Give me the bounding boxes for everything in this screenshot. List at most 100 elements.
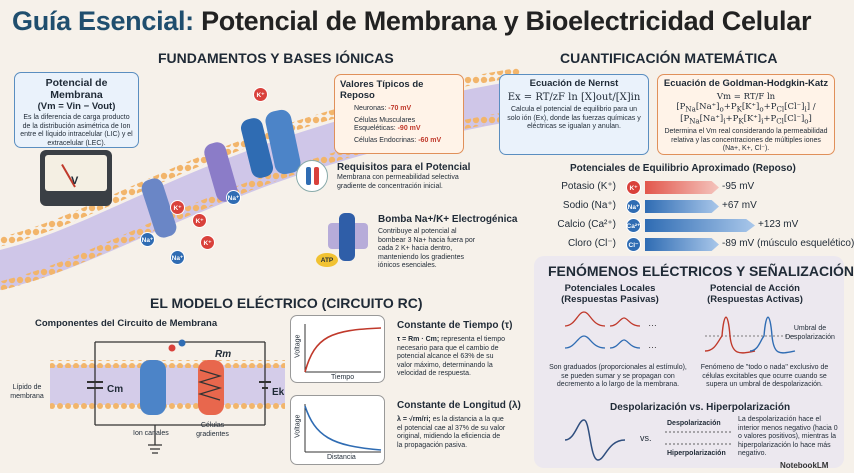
neuron-value: -70 mV [388, 105, 412, 112]
cm-label: Cm [107, 384, 124, 395]
card-title: Ecuación de Nernst [529, 78, 619, 89]
bar-value: +123 mV [758, 219, 799, 230]
local-subtitle: (Respuestas Pasivas) [561, 294, 659, 305]
sodium-ion: Na⁺ [226, 190, 241, 205]
voltmeter-icon: V [40, 150, 112, 206]
action-subtitle: (Respuestas Activas) [707, 294, 803, 305]
endocrine-label: Células Endocrinas: [354, 136, 417, 144]
sodium-ion: Na⁺ [170, 250, 185, 265]
threshold-label: Umbral de Despolarización [785, 325, 835, 341]
length-constant-formula: λ = √rm/ri; [397, 416, 431, 423]
action-potential-graph [704, 316, 796, 354]
muscle-value: -90 mV [397, 125, 421, 132]
hyper-label: Hiperpolarización [667, 450, 726, 457]
time-constant-desc: representa el tiempo necesario para que … [397, 336, 505, 377]
card-title: Ecuación de Goldman-Hodgkin-Katz [663, 78, 829, 89]
length-constant-desc: es la distancia a la que el potencial ca… [397, 416, 506, 449]
pump-icon: ATP [316, 205, 372, 267]
cells-label: Células gradientes [196, 422, 229, 438]
bar-value: +67 mV [722, 200, 757, 211]
row-label: Sodio (Na⁺) [562, 200, 616, 211]
bar-value: -95 mV [722, 181, 755, 192]
depol-desc: La despolarización hace el interior meno… [738, 416, 838, 457]
time-constant-title: Constante de Tiempo (τ) [397, 320, 513, 331]
row-label: Cloro (Cl⁻) [567, 238, 616, 249]
local-title-text: Potenciales Locales [564, 283, 656, 294]
brand-label: NotebookLM [780, 461, 829, 470]
row-label: Potasio (K⁺) [561, 181, 616, 192]
card-formula: (Vm = Vin − Vout) [37, 101, 116, 112]
x-label: Distancia [327, 454, 356, 461]
svg-text:…: … [648, 340, 657, 350]
action-desc: Fenómeno de "todo o nada" exclusivo de c… [700, 364, 829, 388]
lipid-label: Lípido de membrana [10, 384, 44, 400]
row-label: Calcio (Ca²⁺) [557, 219, 616, 230]
y-label: Voltage [294, 414, 302, 438]
ek-label: Ek [272, 387, 285, 398]
bar [645, 181, 719, 194]
card-desc: Calcula el potencial de equilibrio para … [507, 106, 641, 130]
length-constant-graph: Voltage Distancia [290, 395, 385, 465]
endocrine-value: -60 mV [418, 136, 442, 144]
card-title: Valores Típicos de Reposo [340, 79, 424, 101]
local-desc: Son graduados (proporcionales al estímul… [549, 364, 687, 388]
ghk-formula: Vm = RT/F ln [PNa[Na⁺]o+PK[K⁺]o+PCl[Cl⁻]… [676, 92, 816, 126]
electric-model-header: EL MODELO ELÉCTRICO (CIRCUITO RC) [150, 295, 423, 311]
bar [645, 238, 719, 251]
y-label: Voltage [294, 334, 302, 358]
depol-waveform [564, 419, 626, 461]
meter-label: V [71, 175, 79, 187]
page-title: Guía Esencial: Potencial de Membrana y B… [12, 6, 812, 36]
sodium-ion: Na⁺ [140, 232, 155, 247]
bar-value: -89 mV (músculo esquelético) [722, 238, 854, 249]
potassium-ion: K⁺ [626, 180, 641, 195]
channel-icon [296, 160, 328, 192]
potassium-ion: K⁺ [192, 213, 207, 228]
requirements-desc: Membrana con permeabilidad selectiva gra… [337, 174, 459, 190]
potassium-ion: K⁺ [170, 200, 185, 215]
chloride-ion: Cl⁻ [626, 237, 641, 252]
ion-channels-label: Ion canales [133, 430, 169, 437]
svg-text:…: … [648, 318, 657, 328]
local-potentials-graph: … … [564, 311, 657, 350]
time-constant-formula: τ = Rm · Cm; [397, 336, 440, 343]
equilibrium-header: Potenciales de Equilibrio Aproximado (Re… [570, 163, 796, 174]
math-header: CUANTIFICACIÓN MATEMÁTICA [560, 50, 778, 66]
membrane-potential-card: Potencial de Membrana (Vm = Vin − Vout) … [14, 72, 139, 148]
atp-badge: ATP [316, 253, 338, 267]
depol-hyper-lines [665, 431, 733, 445]
card-title: Potencial de Membrana [45, 77, 108, 101]
channel-proteins [141, 109, 301, 238]
fundamentals-header: FUNDAMENTOS Y BASES IÓNICAS [158, 50, 394, 66]
sodium-ion: Na⁺ [626, 199, 641, 214]
phenomena-header: FENÓMENOS ELÉCTRICOS Y SEÑALIZACIÓN [548, 263, 854, 279]
rm-label: Rm [215, 349, 232, 360]
calcium-ion: Ca²⁺ [626, 218, 641, 233]
depol-title: Despolarización vs. Hiperpolarización [610, 402, 791, 413]
pump-title: Bomba Na+/K+ Electrogénica [378, 214, 518, 225]
potassium-ion: K⁺ [253, 87, 268, 102]
requirements-title: Requisitos para el Potencial [337, 162, 471, 173]
components-title: Componentes del Circuito de Membrana [35, 318, 218, 329]
action-title: Potencial de Acción(Respuestas Activas) [690, 283, 820, 305]
local-title: Potenciales Locales(Respuestas Pasivas) [545, 283, 675, 305]
vs-label: vs. [640, 433, 652, 443]
neuron-label: Neuronas: [354, 105, 387, 112]
phenomena-section [534, 256, 844, 468]
action-title-text: Potencial de Acción [710, 283, 800, 294]
rc-circuit-diagram [50, 339, 285, 454]
nernst-formula: Ex = RT/zF ln [X]out/[X]in [507, 92, 641, 103]
x-label: Tiempo [331, 374, 355, 381]
ghk-card: Ecuación de Goldman-Hodgkin-Katz Vm = RT… [657, 74, 835, 155]
nernst-card: Ecuación de Nernst Ex = RT/zF ln [X]out/… [499, 74, 649, 155]
card-desc: Determina el Vm real considerando la per… [664, 128, 828, 153]
time-constant-graph: Voltage Tiempo [290, 315, 385, 383]
bar [645, 219, 755, 232]
card-desc: Es la diferencia de carga producto de la… [20, 114, 133, 147]
depol-label: Despolarización [667, 420, 721, 427]
bar [645, 200, 719, 213]
resting-values-card: Valores Típicos de Reposo Neuronas: -70 … [334, 74, 464, 154]
muscle-label: Células Musculares Esqueléticas: [354, 116, 416, 133]
potassium-ion: K⁺ [200, 235, 215, 250]
length-constant-title: Constante de Longitud (λ) [397, 400, 521, 411]
